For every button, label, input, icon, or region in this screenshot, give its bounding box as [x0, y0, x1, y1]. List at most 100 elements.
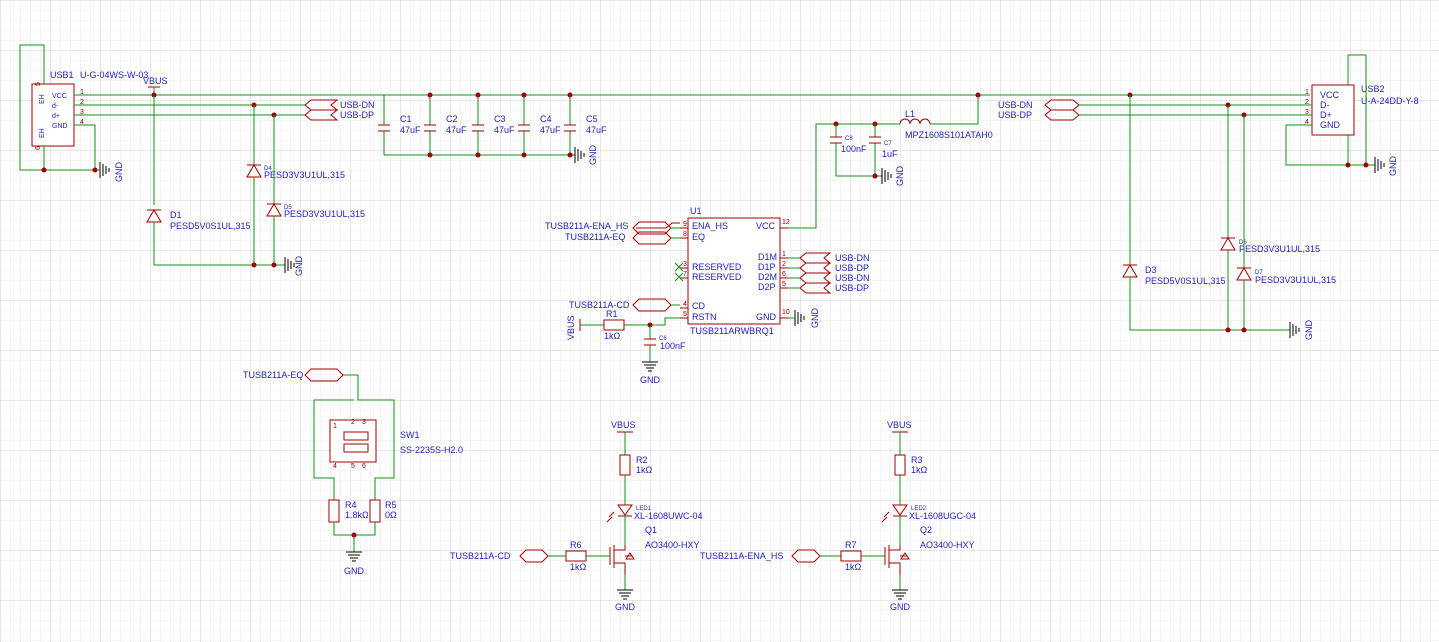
- capacitor-bank-left: [378, 92, 576, 158]
- sw1-pin-4: 4: [333, 463, 337, 470]
- sw1-part: SS-2235S-H2.0: [400, 445, 463, 455]
- sw1-pin-6: 6: [362, 463, 366, 470]
- vbus-label-usb1: VBUS: [143, 76, 168, 86]
- net-flag-usb-dp-right: USB-DP: [998, 110, 1032, 120]
- resistor-r7[interactable]: [840, 550, 862, 562]
- gnd-label-l1: GND: [895, 166, 905, 187]
- resistor-r6[interactable]: [565, 550, 587, 562]
- u1-ref: U1: [690, 206, 702, 216]
- r2-ref: R2: [636, 455, 648, 465]
- c7-ref: C7: [884, 141, 892, 147]
- usb1-pin-num-2: 2: [80, 99, 84, 106]
- gnd-label-q1: GND: [615, 602, 636, 612]
- usb2-pin-dm: D-: [1320, 100, 1330, 110]
- sw1-pin-3: 3: [362, 419, 366, 426]
- d4-part: PESD3V3U1UL,315: [264, 170, 345, 180]
- gnd-label-sw1: GND: [344, 566, 365, 576]
- net-flag-eq-sw: TUSB211A-EQ: [243, 370, 303, 380]
- usb1-shield-1: EH: [39, 94, 46, 104]
- u1-pinnum-3: 3: [683, 261, 687, 268]
- gnd-label-d: GND: [294, 256, 304, 277]
- usb1-part: U-G-04WS-W-03: [80, 70, 148, 80]
- resistor-r5[interactable]: [369, 499, 381, 523]
- u1-pinnum-12: 12: [782, 219, 790, 226]
- led2-part: XL-1608UGC-04: [909, 511, 976, 521]
- d6-ref: D6: [1239, 240, 1247, 246]
- usb2-pin-num-1: 1: [1305, 89, 1309, 96]
- u1-pin-d1p: D1P: [758, 262, 776, 272]
- u1-pin-d2p: D2P: [758, 282, 776, 292]
- l1-ref: L1: [905, 109, 915, 119]
- c1-value: 47uF: [400, 125, 421, 135]
- u1-part: TUSB211ARWBRQ1: [690, 326, 774, 336]
- d7-part: PESD3V3U1UL,315: [1255, 275, 1336, 285]
- vbus-label-led2: VBUS: [887, 420, 912, 430]
- net-flag-cd-u1: TUSB211A-CD: [569, 300, 630, 310]
- led1-ref: LED1: [636, 506, 652, 512]
- r2-value: 1kΩ: [636, 465, 653, 475]
- sw1-pin-5: 5: [351, 463, 355, 470]
- vbus-label-led1: VBUS: [611, 420, 636, 430]
- vbus-label-r1: VBUS: [566, 315, 576, 340]
- usb1-shield-2: EH: [39, 128, 46, 138]
- inductor-l1[interactable]: [899, 118, 931, 125]
- usb1-pin-vcc: VCC: [52, 93, 67, 100]
- ic-u1[interactable]: [687, 217, 781, 325]
- d3-part: PESD5V0S1UL,315: [1145, 276, 1226, 286]
- u1-pin-rstn: RSTN: [692, 312, 717, 322]
- c6-ref: C6: [659, 336, 667, 342]
- u1-pinnum-8: 8: [683, 231, 687, 238]
- u1-pinnum-2: 2: [782, 261, 786, 268]
- usb1-pin-num-1: 1: [80, 89, 84, 96]
- usb2-pin-vcc: VCC: [1320, 90, 1340, 100]
- d1-part: PESD5V0S1UL,315: [170, 221, 251, 231]
- switch-sw1[interactable]: [329, 419, 377, 463]
- r6-ref: R6: [570, 540, 582, 550]
- c8-value: 100nF: [841, 144, 867, 154]
- u1-pin-reserved-2: RESERVED: [692, 272, 742, 282]
- usb1-connector[interactable]: USB1 U-G-04WS-W-03 VCC d- d+ GND 1 2 3 4…: [31, 70, 148, 150]
- net-flag-usb-dn-left: USB-DN: [340, 100, 375, 110]
- r5-ref: R5: [385, 500, 397, 510]
- u1-pinnum-6: 6: [782, 271, 786, 278]
- net-flag-usb-dp-u1b: USB-DP: [835, 283, 869, 293]
- c3-ref: C3: [494, 114, 506, 124]
- usb1-shield-num-6: 6: [35, 146, 42, 150]
- c6-value: 100nF: [660, 341, 686, 351]
- sw1-pin-2: 2: [351, 419, 355, 426]
- gnd-label-q2: GND: [890, 602, 911, 612]
- net-flag-ena-hs-q2: TUSB211A-ENA_HS: [700, 551, 783, 561]
- usb2-ref: USB2: [1361, 84, 1385, 94]
- net-flag-eq-u1: TUSB211A-EQ: [565, 232, 625, 242]
- u1-pinnum-7: 7: [683, 271, 687, 278]
- usb2-pin-num-3: 3: [1305, 109, 1309, 116]
- resistor-r2[interactable]: [619, 454, 631, 476]
- gnd-label-c6: GND: [640, 375, 661, 385]
- usb1-pin-dm: d-: [52, 103, 59, 110]
- resistor-r4[interactable]: [328, 499, 340, 523]
- d1-ref: D1: [170, 210, 182, 220]
- r4-value: 1.8kΩ: [345, 510, 369, 520]
- usb1-pin-gnd: GND: [52, 123, 68, 130]
- r7-value: 1kΩ: [845, 562, 862, 572]
- sw1-ref: SW1: [400, 430, 420, 440]
- resistor-r1[interactable]: [603, 319, 625, 331]
- d4-ref: D4: [264, 166, 272, 172]
- d3-ref: D3: [1145, 265, 1157, 275]
- c5-value: 47uF: [586, 125, 607, 135]
- usb2-pin-gnd: GND: [1320, 120, 1341, 130]
- led2-ref: LED2: [911, 506, 927, 512]
- u1-pin-gnd: GND: [756, 312, 777, 322]
- usb2-connector[interactable]: [1311, 84, 1355, 136]
- usb1-shield-num-5: 5: [35, 82, 42, 86]
- c4-ref: C4: [540, 114, 552, 124]
- l1-part: MPZ1608S101ATAH0: [905, 130, 993, 140]
- usb1-pin-num-4: 4: [80, 119, 84, 126]
- net-flag-usb-dn-right: USB-DN: [998, 100, 1033, 110]
- net-flag-usb-dn-u1a: USB-DN: [835, 253, 870, 263]
- gnd-label-usb2: GND: [1388, 156, 1398, 177]
- d6-part: PESD3V3U1UL,315: [1239, 244, 1320, 254]
- resistor-r3[interactable]: [894, 454, 906, 476]
- r5-value: 0Ω: [385, 510, 397, 520]
